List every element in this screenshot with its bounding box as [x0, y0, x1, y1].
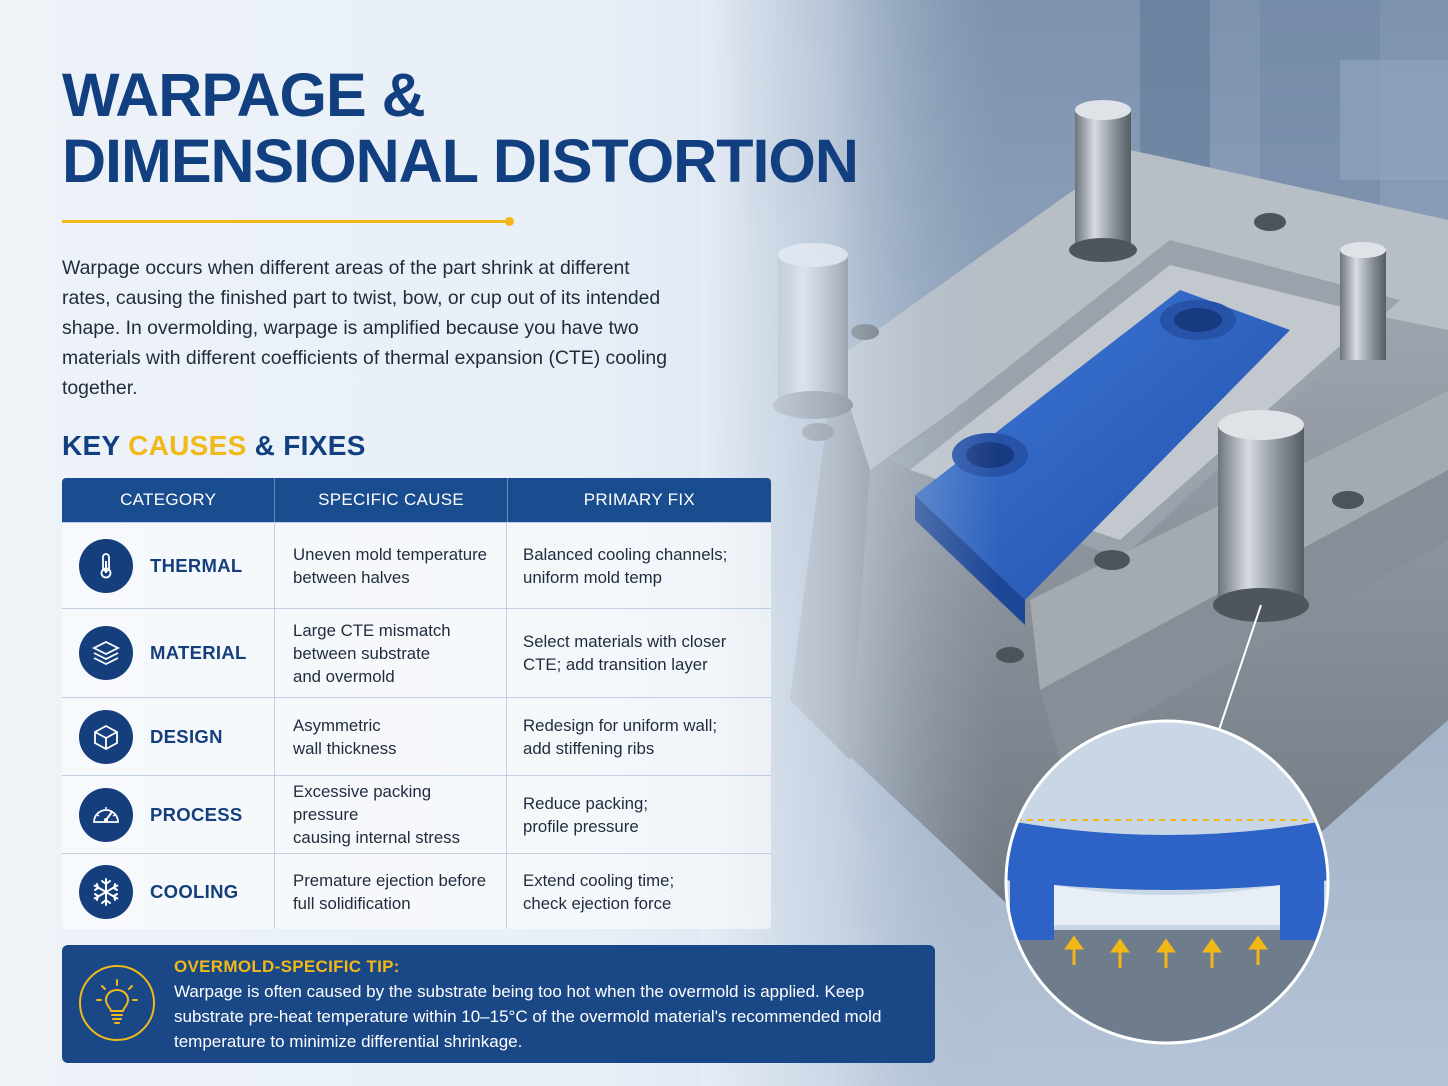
mold-photo	[700, 0, 1448, 1086]
category-label: PROCESS	[150, 803, 243, 825]
table-row: MATERIAL Large CTE mismatch between subs…	[62, 608, 771, 697]
category-cell: DESIGN	[62, 698, 275, 775]
cause-cell: Excessive packing pressure causing inter…	[275, 776, 507, 853]
cause-cell: Premature ejection before full solidific…	[275, 854, 507, 929]
causes-fixes-table: CATEGORY SPECIFIC CAUSE PRIMARY FIX THER…	[62, 478, 771, 929]
section-heading-accent: CAUSES	[128, 430, 247, 461]
category-cell: MATERIAL	[62, 609, 275, 697]
category-label: MATERIAL	[150, 642, 247, 663]
header-category: CATEGORY	[62, 478, 276, 522]
table-row: PROCESS Excessive packing pressure causi…	[62, 775, 771, 853]
intro-paragraph: Warpage occurs when different areas of t…	[62, 257, 667, 399]
title-line-1: WARPAGE &	[62, 61, 426, 129]
section-heading-prefix: KEY	[62, 430, 120, 461]
mold-illustration	[700, 0, 1448, 1086]
category-cell: COOLING	[62, 854, 275, 929]
title-line-2: DIMENSIONAL DISTORTION	[62, 127, 859, 195]
category-cell: THERMAL	[62, 523, 275, 608]
category-label: COOLING	[150, 881, 239, 902]
tip-body: Warpage is often caused by the substrate…	[174, 982, 882, 1051]
gauge-icon	[79, 787, 133, 842]
cause-cell: Large CTE mismatch between substrate and…	[275, 609, 507, 697]
fix-cell: Select materials with closer CTE; add tr…	[523, 632, 727, 674]
fix-cell: Extend cooling time; check ejection forc…	[523, 871, 675, 913]
header-primary-fix: PRIMARY FIX	[583, 490, 696, 509]
cause-cell: Uneven mold temperature between halves	[275, 523, 507, 608]
page-title: WARPAGE & DIMENSIONAL DISTORTION	[62, 61, 859, 195]
layers-icon	[79, 626, 133, 680]
section-heading-suffix: & FIXES	[254, 430, 366, 461]
overmold-tip-box: OVERMOLD-SPECIFIC TIP: Warpage is often …	[62, 945, 935, 1063]
category-label: DESIGN	[150, 725, 223, 747]
table-row: COOLING Premature ejection before full s…	[62, 853, 771, 929]
table-row: DESIGN Asymmetric wall thickness Redesig…	[62, 697, 771, 775]
fix-cell: Reduce packing; profile pressure	[523, 793, 649, 836]
header-specific-cause: SPECIFIC CAUSE	[275, 478, 508, 522]
section-heading: KEY CAUSES & FIXES	[62, 430, 366, 462]
category-label: THERMAL	[150, 554, 243, 576]
table-header: CATEGORY SPECIFIC CAUSE PRIMARY FIX	[62, 478, 771, 522]
fix-cell: Balanced cooling channels; uniform mold …	[523, 544, 728, 587]
lightbulb-icon	[79, 965, 155, 1041]
cause-cell: Asymmetric wall thickness	[275, 698, 507, 775]
category-cell: PROCESS	[62, 776, 275, 853]
fix-cell: Redesign for uniform wall; add stiffenin…	[523, 715, 718, 758]
cube-icon	[79, 709, 133, 764]
thermometer-icon	[79, 538, 133, 593]
title-underline	[62, 217, 514, 226]
table-row: THERMAL Uneven mold temperature between …	[62, 522, 771, 608]
tip-heading: OVERMOLD-SPECIFIC TIP:	[174, 957, 400, 976]
snowflake-icon	[79, 865, 133, 919]
